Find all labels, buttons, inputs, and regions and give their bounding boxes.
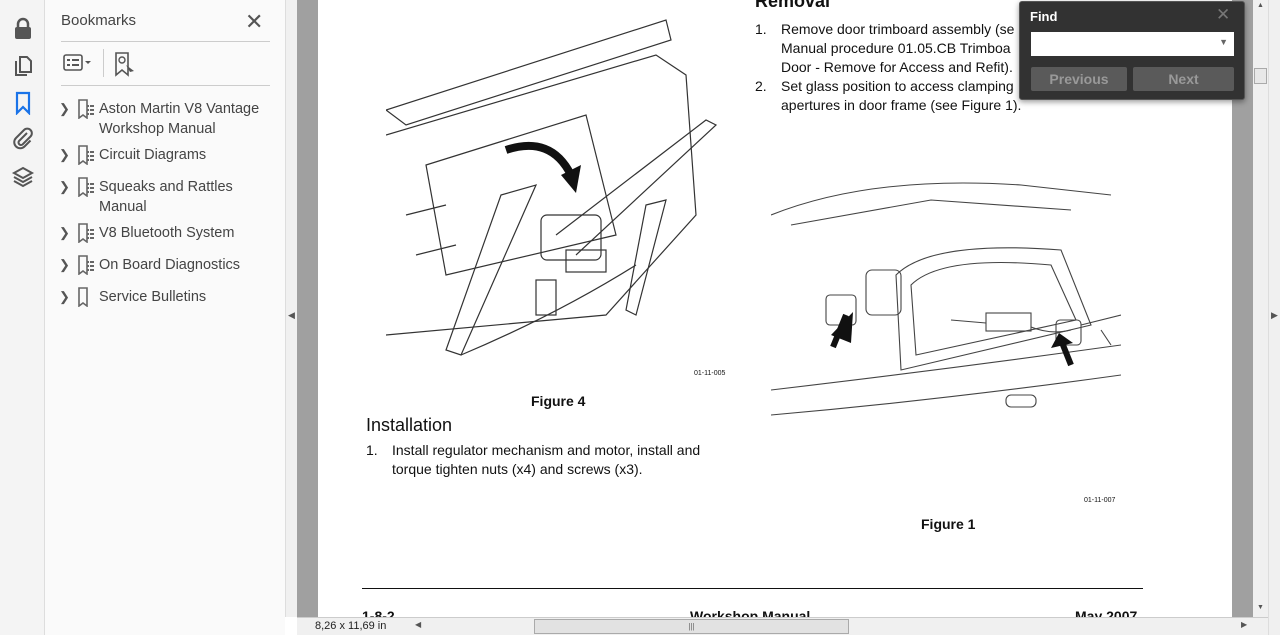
- scroll-left-icon[interactable]: ◀: [415, 620, 422, 629]
- figure-code: 01-11-005: [694, 370, 726, 377]
- step-item: 2. Set glass position to access clamping a…: [755, 77, 1021, 115]
- document-view[interactable]: 01-11-005 Figure 4 Installation 1. Instal…: [297, 0, 1253, 617]
- bookmark-item[interactable]: ❯ V8 Bluetooth System: [59, 223, 279, 243]
- chevron-right-icon[interactable]: ❯: [59, 289, 70, 304]
- bookmark-label: Service Bulletins: [99, 289, 207, 305]
- footer-title: Workshop Manual: [690, 608, 811, 617]
- collapse-left-icon[interactable]: ◀: [288, 310, 295, 320]
- figure-code: 01-11-007: [1084, 497, 1116, 504]
- pages-icon[interactable]: [11, 54, 35, 78]
- bookmark-tree-icon: [78, 145, 94, 165]
- expand-right-icon[interactable]: ▶: [1271, 310, 1278, 320]
- bookmarks-icon[interactable]: [11, 91, 35, 115]
- tool-rail: [0, 0, 45, 635]
- scroll-down-icon[interactable]: ▼: [1257, 604, 1264, 611]
- section-heading: Removal: [755, 0, 831, 11]
- chevron-right-icon[interactable]: ❯: [59, 225, 70, 240]
- new-bookmark-icon[interactable]: [113, 51, 137, 77]
- figure-caption: Figure 1: [921, 516, 976, 532]
- step-line: Manual procedure 01.05.CB Trimboa: [781, 40, 1011, 56]
- layers-icon[interactable]: [11, 165, 35, 189]
- figure-caption: Figure 4: [531, 393, 586, 409]
- scrollbar-thumb[interactable]: [1254, 68, 1267, 84]
- divider: [61, 41, 270, 42]
- footer-page-number: 1-8-2: [362, 608, 395, 617]
- bookmark-item[interactable]: ❯ Service Bulletins: [59, 287, 279, 307]
- options-menu-icon[interactable]: [63, 54, 93, 72]
- bookmark-item[interactable]: ❯ Aston Martin V8 Vantage Workshop Manua…: [59, 99, 279, 139]
- close-icon[interactable]: ✕: [245, 9, 264, 34]
- page-size: 8,26 x 11,69 in: [315, 620, 387, 632]
- figure-1-illustration: [771, 182, 1121, 416]
- step-number: 2.: [755, 78, 767, 94]
- panel-title: Bookmarks: [61, 12, 137, 29]
- next-button[interactable]: Next: [1133, 67, 1234, 91]
- bookmark-tree-icon: [78, 223, 94, 243]
- vertical-scrollbar[interactable]: ▲ ▼: [1253, 0, 1268, 617]
- pdf-page: 01-11-005 Figure 4 Installation 1. Instal…: [318, 0, 1232, 617]
- bookmark-label: V8 Bluetooth System: [99, 225, 235, 241]
- find-dialog: Find ✕ ▼ Previous Next: [1019, 1, 1245, 100]
- step-line: Set glass position to access clamping: [781, 78, 1014, 94]
- horizontal-scrollbar-thumb[interactable]: |||: [534, 619, 849, 634]
- lock-icon[interactable]: [11, 16, 35, 40]
- footer-date: May 2007: [1075, 608, 1138, 617]
- chevron-right-icon[interactable]: ❯: [59, 101, 70, 116]
- bookmark-icon: [78, 287, 88, 307]
- find-title: Find: [1030, 9, 1058, 24]
- bookmark-item[interactable]: ❯ Squeaks and Rattles Manual: [59, 177, 279, 217]
- close-icon[interactable]: ✕: [1216, 5, 1231, 24]
- status-bar: 8,26 x 11,69 in ◀ ||| ▶: [297, 617, 1268, 635]
- bookmark-tree-icon: [78, 255, 94, 275]
- bookmark-tree-icon: [78, 99, 94, 119]
- step-number: 1.: [366, 442, 378, 458]
- bookmark-label: Circuit Diagrams: [99, 147, 207, 163]
- section-heading: Installation: [366, 415, 453, 435]
- footer-rule: [362, 588, 1143, 589]
- step-line: apertures in door frame (see Figure 1).: [781, 97, 1022, 113]
- bookmark-label: On Board Diagnostics: [99, 257, 241, 273]
- attachment-icon[interactable]: [11, 127, 35, 151]
- bookmark-item[interactable]: ❯ Circuit Diagrams: [59, 145, 279, 165]
- previous-button[interactable]: Previous: [1031, 67, 1127, 91]
- bookmark-tree-icon: [78, 177, 94, 197]
- step-line: Remove door trimboard assembly (se: [781, 21, 1015, 37]
- chevron-right-icon[interactable]: ❯: [59, 147, 70, 162]
- bookmarks-panel: Bookmarks ✕ ❯ Aston Martin V8 Vantage Wo…: [45, 0, 285, 635]
- find-input[interactable]: ▼: [1031, 32, 1234, 56]
- step-line: Door - Remove for Access and Refit).: [781, 59, 1013, 75]
- toolbar-separator: [103, 49, 104, 77]
- figure-4-illustration: [386, 19, 718, 356]
- bookmark-label: Squeaks and Rattles Manual: [99, 179, 233, 215]
- scroll-right-icon[interactable]: ▶: [1241, 620, 1248, 629]
- bookmark-item[interactable]: ❯ On Board Diagnostics: [59, 255, 279, 275]
- bookmark-label: Aston Martin V8 Vantage Workshop Manual: [99, 101, 260, 137]
- panel-collapse-strip[interactable]: ◀: [285, 0, 297, 617]
- step-line: Install regulator mechanism and motor, i…: [392, 442, 701, 458]
- scroll-up-icon[interactable]: ▲: [1257, 2, 1264, 9]
- dropdown-arrow-icon[interactable]: ▼: [1219, 37, 1228, 47]
- chevron-right-icon[interactable]: ❯: [59, 179, 70, 194]
- chevron-right-icon[interactable]: ❯: [59, 257, 70, 272]
- right-panel-strip[interactable]: ▶: [1268, 0, 1280, 635]
- divider: [61, 85, 270, 86]
- step-number: 1.: [755, 21, 767, 37]
- step-item: 1. Install regulator mechanism and motor,…: [366, 441, 700, 479]
- step-line: torque tighten nuts (x4) and screws (x3)…: [392, 461, 643, 477]
